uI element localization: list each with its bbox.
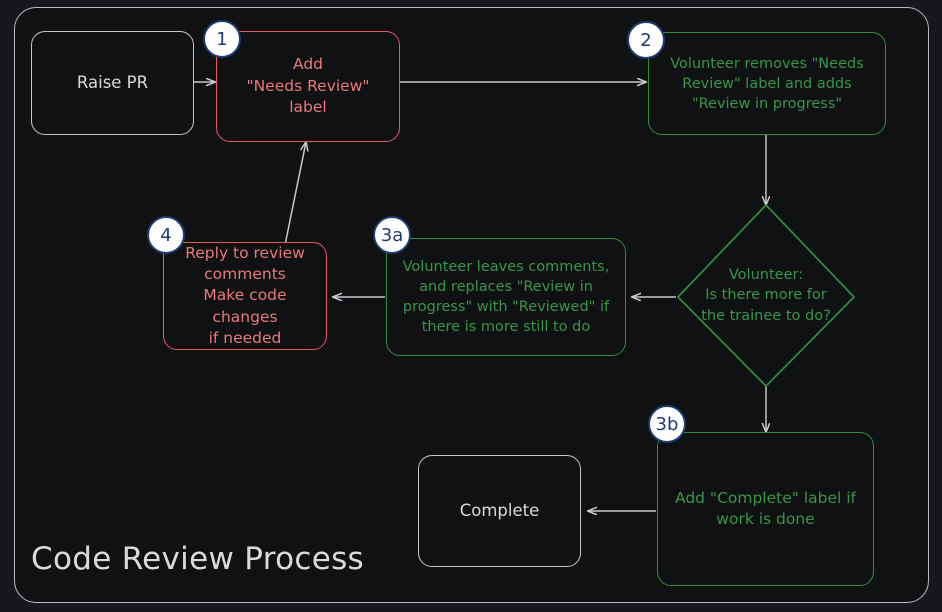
step-badge-2-text: 2 [640, 29, 652, 51]
node-add-needs-review-label-text: Add "Needs Review" label [246, 55, 370, 117]
node-complete[interactable]: Complete [418, 455, 581, 567]
step-badge-4[interactable]: 4 [147, 216, 185, 254]
step-badge-1[interactable]: 1 [203, 20, 241, 58]
node-volunteer-takes-review[interactable]: Volunteer removes "Needs Review" label a… [648, 32, 886, 135]
step-badge-3b[interactable]: 3b [648, 405, 686, 443]
node-volunteer-decision[interactable]: Volunteer: Is there more for the trainee… [678, 205, 854, 386]
node-reply-to-review-comments-label: Reply to review comments Make code chang… [185, 243, 305, 348]
step-badge-3a-text: 3a [380, 224, 404, 246]
node-volunteer-decision-label: Volunteer: Is there more for the trainee… [701, 266, 831, 324]
step-badge-3a[interactable]: 3a [373, 216, 411, 254]
node-add-needs-review-label[interactable]: Add "Needs Review" label [216, 31, 400, 142]
node-volunteer-leaves-comments-label: Volunteer leaves comments, and replaces … [402, 259, 610, 335]
node-complete-label: Complete [459, 500, 540, 520]
step-badge-3b-text: 3b [655, 413, 679, 435]
node-add-complete-label-text: Add "Complete" label if work is done [675, 488, 856, 528]
node-raise-pr-label: Raise PR [76, 72, 149, 92]
node-add-complete-label[interactable]: Add "Complete" label if work is done [657, 432, 874, 586]
node-raise-pr[interactable]: Raise PR [31, 31, 194, 135]
diagram-title: Code Review Process [31, 541, 364, 577]
step-badge-1-text: 1 [216, 28, 228, 50]
step-badge-4-text: 4 [160, 224, 172, 246]
node-volunteer-leaves-comments[interactable]: Volunteer leaves comments, and replaces … [386, 238, 626, 356]
node-volunteer-takes-review-label: Volunteer removes "Needs Review" label a… [670, 55, 864, 112]
step-badge-2[interactable]: 2 [627, 21, 665, 59]
node-reply-to-review-comments[interactable]: Reply to review comments Make code chang… [163, 242, 327, 350]
